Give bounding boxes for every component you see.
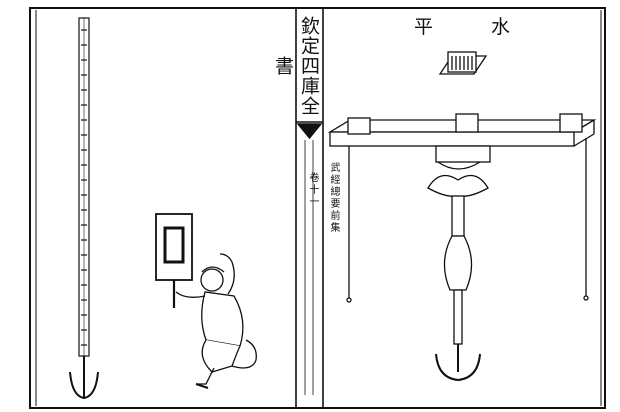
measuring-staff: [69, 17, 99, 400]
surveyor-figure: [155, 213, 257, 389]
volume-title: 武經總要前集: [328, 162, 339, 234]
page-outer-border: [29, 7, 606, 409]
chapter-number: 卷十一: [307, 172, 318, 208]
figure-label-ping: 平: [414, 16, 434, 38]
book-title: 欽定四庫全書: [272, 16, 320, 116]
figure-label-shui: 水: [491, 16, 511, 38]
water-level-instrument: [327, 51, 597, 382]
